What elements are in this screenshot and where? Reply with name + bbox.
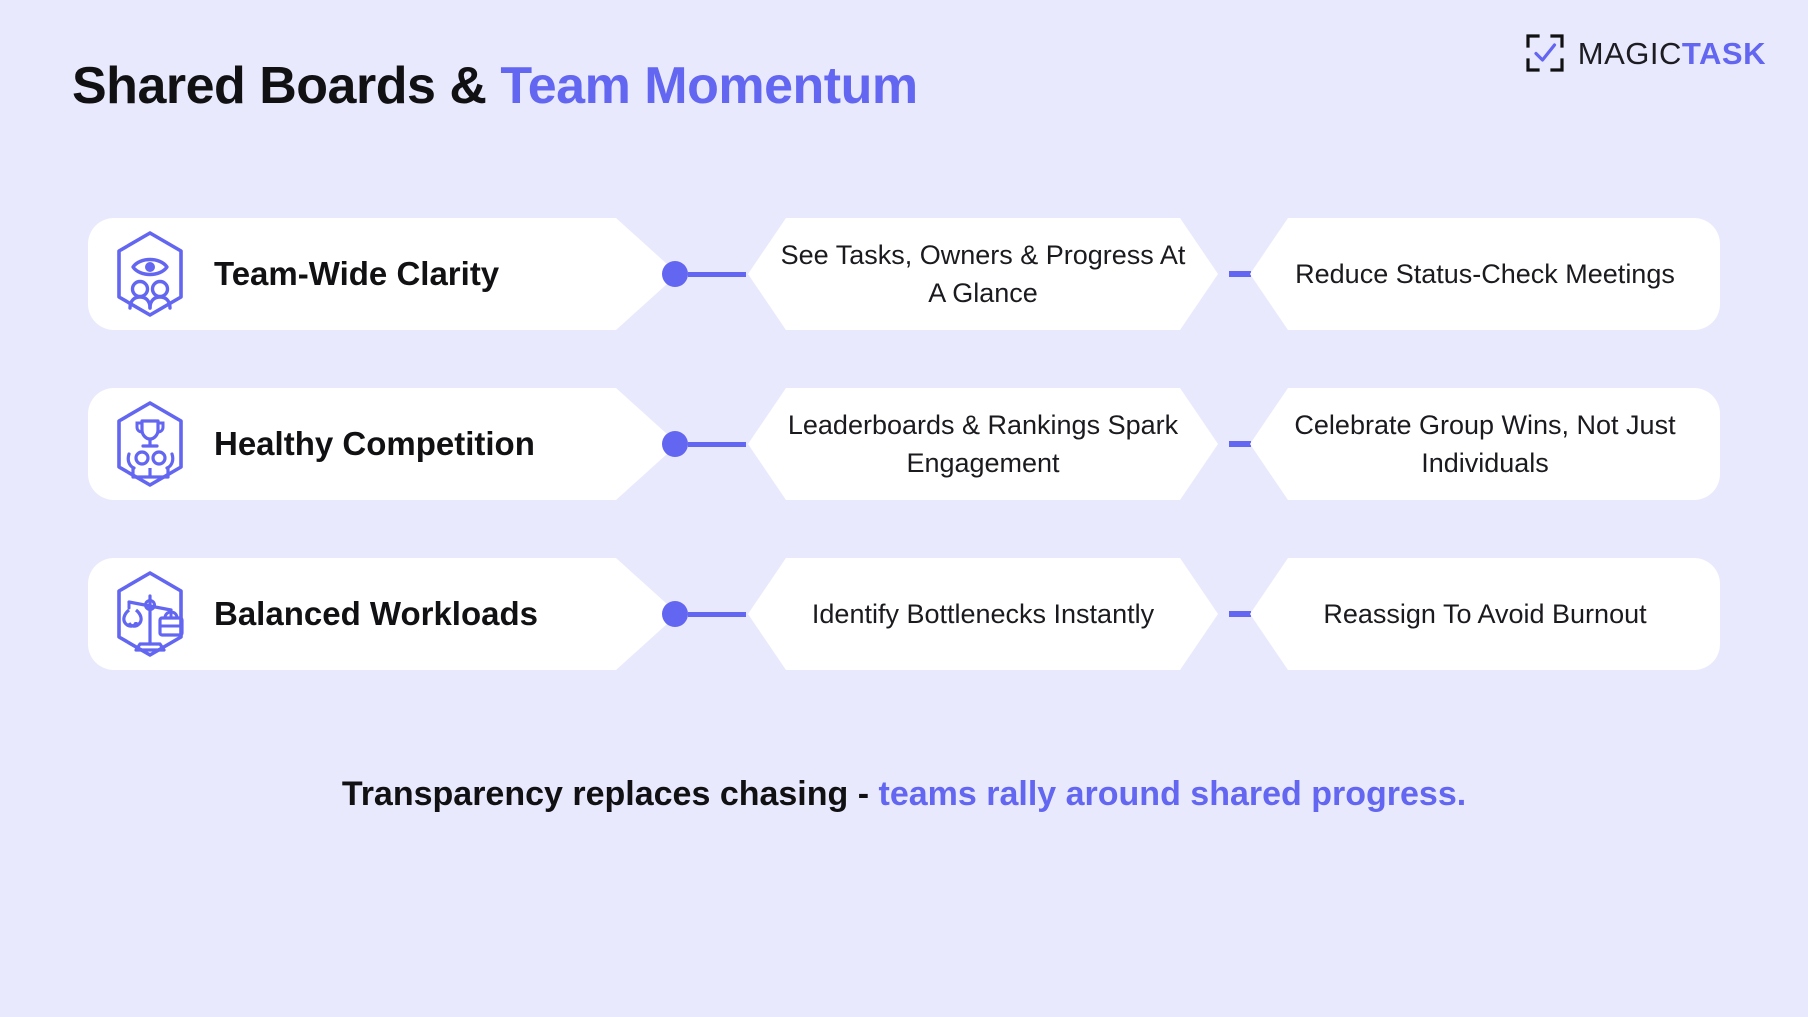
connector-line: [688, 441, 746, 447]
brand-logo: MAGICTASK: [1526, 34, 1766, 72]
feature-right-card[interactable]: Reduce Status-Check Meetings: [1250, 218, 1720, 330]
footer-tagline-accent: teams rally around shared progress.: [878, 775, 1467, 813]
connector-short-link: [1229, 271, 1251, 277]
feature-title: Balanced Workloads: [214, 595, 538, 632]
feature-right-text: Reduce Status-Check Meetings: [1295, 258, 1675, 289]
page-title-plain: Shared Boards &: [72, 57, 501, 115]
connector-dot: [662, 601, 688, 627]
brand-wordmark: MAGICTASK: [1578, 38, 1766, 69]
trophy-over-celebrating-people-icon: [102, 396, 198, 492]
connector-short-link: [1229, 441, 1251, 447]
feature-right-text: Reassign To Avoid Burnout: [1323, 598, 1647, 629]
footer-tagline-plain: Transparency replaces chasing -: [341, 775, 879, 813]
connector-dot-line: [662, 218, 772, 330]
footer: Transparency replaces chasing - teams ra…: [0, 775, 1808, 814]
checkbox-frame-icon: [1526, 34, 1564, 72]
feature-middle-card[interactable]: Identify Bottlenecks Instantly: [748, 558, 1218, 670]
connector-dot-line: [662, 558, 772, 670]
feature-middle-text: Leaderboards & Rankings Spark Engagement: [787, 409, 1179, 478]
connector-dot: [662, 431, 688, 457]
eye-over-two-people-icon: [102, 226, 198, 322]
feature-middle-card[interactable]: Leaderboards & Rankings Spark Engagement: [748, 388, 1218, 500]
connector-line: [688, 271, 746, 277]
feature-middle-card[interactable]: See Tasks, Owners & Progress At A Glance: [748, 218, 1218, 330]
connector-line: [688, 611, 746, 617]
feature-rows: Team-Wide Clarity See Tasks, Owners & Pr…: [0, 218, 1808, 728]
feature-title: Team-Wide Clarity: [214, 255, 500, 292]
balance-scale-heart-briefcase-icon: [102, 566, 198, 662]
connector-short-link: [1229, 611, 1251, 617]
feature-right-card[interactable]: Reassign To Avoid Burnout: [1250, 558, 1720, 670]
feature-row: Balanced Workloads Identify Bottlenecks …: [0, 558, 1808, 670]
connector-dot: [662, 261, 688, 287]
feature-left-card[interactable]: Healthy Competition: [88, 388, 678, 500]
page-title-accent: Team Momentum: [500, 57, 918, 115]
footer-tagline: Transparency replaces chasing - teams ra…: [0, 775, 1808, 814]
feature-title: Healthy Competition: [214, 425, 535, 462]
feature-left-card[interactable]: Team-Wide Clarity: [88, 218, 678, 330]
brand-word-task: TASK: [1681, 35, 1766, 71]
feature-right-text: Celebrate Group Wins, Not Just Individua…: [1294, 409, 1676, 478]
connector-dot-line: [662, 388, 772, 500]
feature-middle-text: See Tasks, Owners & Progress At A Glance: [780, 239, 1186, 308]
feature-row: Team-Wide Clarity See Tasks, Owners & Pr…: [0, 218, 1808, 330]
feature-right-card[interactable]: Celebrate Group Wins, Not Just Individua…: [1250, 388, 1720, 500]
brand-word-magic: MAGIC: [1577, 35, 1682, 71]
header: Shared Boards & Team Momentum MAGICTASK: [0, 0, 1808, 150]
feature-left-card[interactable]: Balanced Workloads: [88, 558, 678, 670]
feature-row: Healthy Competition Leaderboards & Ranki…: [0, 388, 1808, 500]
page-title: Shared Boards & Team Momentum: [72, 56, 918, 116]
feature-middle-text: Identify Bottlenecks Instantly: [811, 598, 1155, 629]
